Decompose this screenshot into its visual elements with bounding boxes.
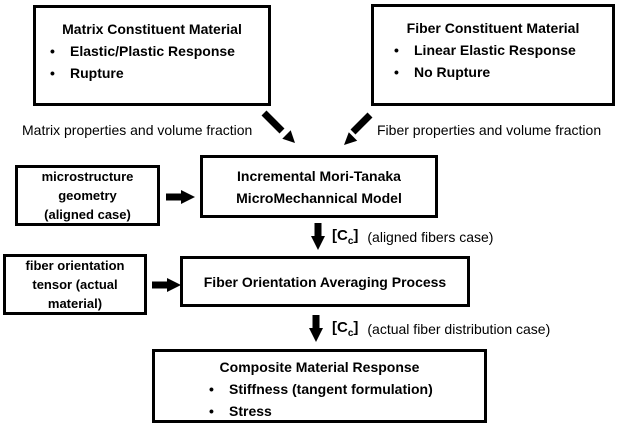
stiffness-tensor-symbol: [Cc]: [332, 319, 359, 339]
stiffness-tensor-symbol: [Cc]: [332, 227, 359, 247]
microstructure-line1: microstructure: [41, 169, 134, 184]
composite-response-box: Composite Material Response Stiffness (t…: [152, 349, 487, 423]
actual-cc-arrow-down-icon: [309, 315, 323, 342]
fiber-box-bullets: Linear Elastic Response No Rupture: [394, 39, 612, 83]
microstructure-arrow-right-icon: [166, 190, 195, 204]
mori-tanaka-line1: Incremental Mori-Tanaka: [237, 167, 401, 184]
arrow-down-left-icon: [344, 112, 373, 145]
matrix-box-bullets: Elastic/Plastic Response Rupture: [50, 40, 268, 84]
composite-bullet-stiffness: Stiffness (tangent formulation): [209, 378, 484, 400]
mori-tanaka-line2: MicroMechannical Model: [236, 189, 402, 206]
fiber-orientation-arrow-right-icon: [152, 278, 181, 292]
fiber-orientation-line1: fiber orientation: [25, 258, 125, 273]
matrix-flow-label: Matrix properties and volume fraction: [22, 122, 253, 138]
fiber-orientation-line2: tensor (actual: [32, 277, 118, 292]
matrix-bullet-rupture: Rupture: [50, 62, 268, 84]
mori-tanaka-model-box: Incremental Mori-Tanaka MicroMechannical…: [200, 155, 438, 218]
composite-bullet-stress: Stress: [209, 400, 484, 422]
fiber-constituent-box: Fiber Constituent Material Linear Elasti…: [371, 4, 615, 106]
actual-case-note: (actual fiber distribution case): [367, 321, 551, 337]
microstructure-line2: geometry: [58, 188, 117, 203]
fiber-bullet-linear: Linear Elastic Response: [394, 39, 612, 61]
composite-box-bullets: Stiffness (tangent formulation) Stress: [209, 378, 484, 422]
arrow-down-right-icon: [261, 110, 295, 143]
aligned-cc-label: [Cc] (aligned fibers case): [332, 222, 493, 252]
aligned-case-note: (aligned fibers case): [367, 229, 494, 245]
microstructure-geometry-box: microstructure geometry (aligned case): [15, 165, 160, 226]
actual-cc-label: [Cc] (actual fiber distribution case): [332, 314, 550, 344]
fiber-orientation-averaging-box: Fiber Orientation Averaging Process: [180, 256, 470, 307]
fiber-flow-label: Fiber properties and volume fraction: [377, 122, 602, 138]
microstructure-line3: (aligned case): [44, 207, 131, 222]
averaging-box-title: Fiber Orientation Averaging Process: [203, 273, 447, 290]
matrix-bullet-elastic: Elastic/Plastic Response: [50, 40, 268, 62]
composite-box-title: Composite Material Response: [219, 359, 420, 375]
matrix-constituent-box: Matrix Constituent Material Elastic/Plas…: [33, 5, 271, 106]
fiber-orientation-line3: material): [47, 296, 103, 311]
matrix-box-title: Matrix Constituent Material: [62, 21, 242, 37]
aligned-cc-arrow-down-icon: [311, 223, 325, 250]
fiber-box-title: Fiber Constituent Material: [406, 20, 580, 36]
fiber-bullet-no-rupture: No Rupture: [394, 61, 612, 83]
fiber-orientation-tensor-box: fiber orientation tensor (actual materia…: [3, 254, 147, 315]
